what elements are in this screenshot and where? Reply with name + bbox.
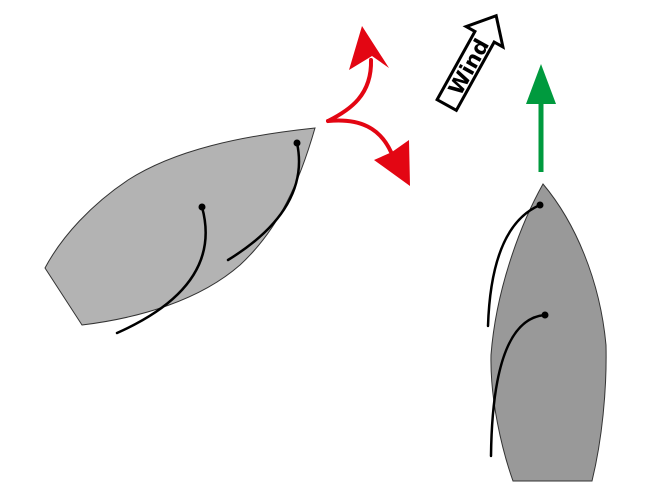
boat-left [44,127,316,335]
turn-arrow-down-stem [326,118,393,154]
boat-right-jib-sail [486,203,542,328]
turn-arrows [326,26,410,186]
boat-left-jib-sail [226,141,301,262]
heading-arrow [526,64,556,172]
boat-left-jib-tack-dot [293,139,301,147]
wind-arrow-shape [435,13,506,113]
boat-left-mast-dot [198,203,206,211]
wind-label: Wind [444,35,494,99]
boat-right-mast-dot [541,311,549,319]
heading-arrow-head [526,64,556,104]
boat-right [486,183,607,482]
turn-arrow-up-stem [326,58,374,123]
boat-left-main-sail [115,205,207,335]
boat-right-hull [490,183,607,482]
turn-arrow-down-head [374,140,410,186]
wind-arrow: Wind [435,13,506,113]
boat-left-hull [44,127,316,326]
turn-arrow-up-head [349,26,389,70]
boat-right-main-sail [489,313,547,458]
boat-right-jib-tack-dot [536,201,544,209]
